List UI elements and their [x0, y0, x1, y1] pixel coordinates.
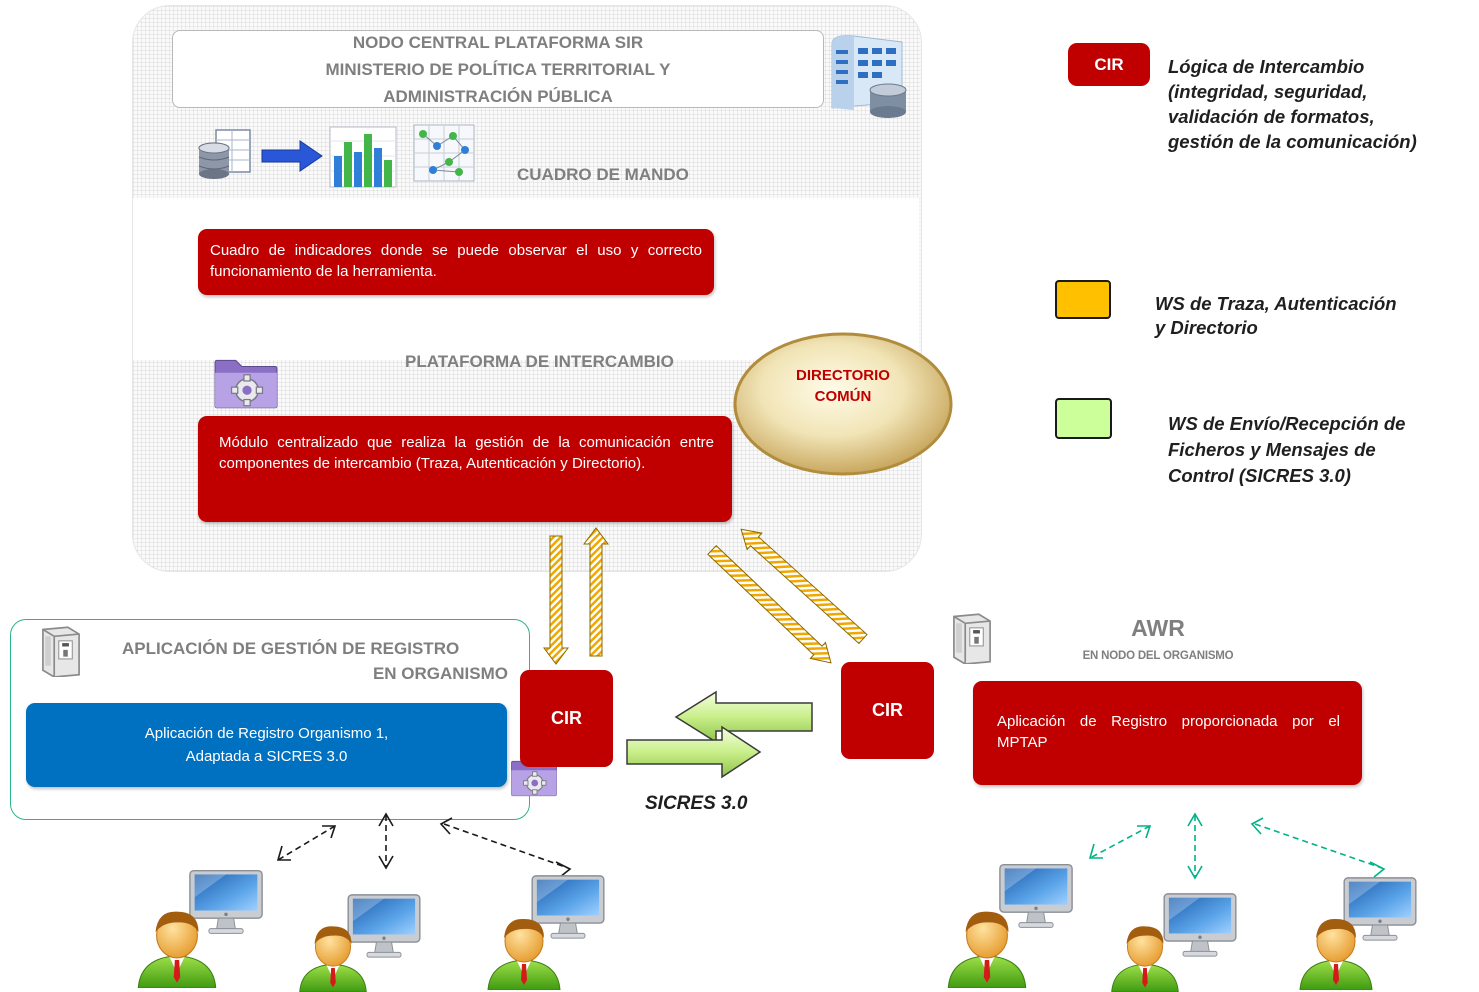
common-directory-label: DIRECTORIO COMÚN — [760, 365, 926, 407]
user-icon — [1108, 918, 1182, 992]
legend-green-line-3: Control (SICRES 3.0) — [1168, 465, 1351, 486]
right-application-box: Aplicación de Registro proporcionada por… — [973, 681, 1362, 785]
central-title-line-2: MINISTERIO DE POLÍTICA TERRITORIAL Y — [325, 59, 671, 79]
awr-subheading: EN NODO DEL ORGANISMO — [1082, 650, 1234, 662]
legend-orange-swatch — [1055, 280, 1111, 319]
arrow-right-icon — [261, 140, 323, 172]
legend-green-text: WS de Envío/Recepción de Ficheros y Mens… — [1168, 411, 1405, 489]
left-heading-line-1: APLICACIÓN DE GESTIÓN DE REGISTRO — [122, 639, 460, 658]
right-cir-block: CIR — [841, 662, 934, 759]
dashboard-description-box: Cuadro de indicadores donde se puede obs… — [198, 229, 714, 295]
legend-cir-text: Lógica de Intercambio (integridad, segur… — [1168, 54, 1417, 154]
awr-heading: AWR — [1131, 615, 1185, 641]
legend-cir-badge: CIR — [1068, 43, 1150, 86]
sicres-label: SICRES 3.0 — [645, 793, 748, 814]
legend-cir-line-1: Lógica de Intercambio — [1168, 56, 1365, 77]
legend-orange-text: WS de Traza, Autenticación y Directorio — [1155, 292, 1397, 340]
user-icon — [296, 918, 370, 992]
legend-green-swatch — [1055, 398, 1112, 439]
dashboard-heading: CUADRO DE MANDO — [517, 165, 689, 184]
legend-cir-line-4: gestión de la comunicación) — [1168, 131, 1417, 152]
left-app-line-2: Adaptada a SICRES 3.0 — [185, 748, 348, 765]
diagonal-up-hatched-arrow — [740, 528, 868, 645]
left-cir-block: CIR — [520, 670, 613, 767]
green-arrow-left — [674, 690, 813, 744]
network-chart-icon — [413, 124, 475, 182]
central-title-line-3: ADMINISTRACIÓN PÚBLICA — [383, 86, 613, 106]
legend-green-line-1: WS de Envío/Recepción de — [1168, 413, 1406, 434]
legend-orange-line-1: WS de Traza, Autenticación — [1155, 293, 1397, 314]
legend-orange-line-2: y Directorio — [1155, 317, 1258, 338]
left-app-line-1: Aplicación de Registro Organismo 1, — [144, 725, 389, 742]
left-heading-line-2: EN ORGANISMO — [372, 664, 508, 683]
user-icon — [134, 898, 220, 992]
legend-cir-line-3: validación de formatos, — [1168, 106, 1375, 127]
directory-line-2: COMÚN — [814, 388, 872, 405]
bar-chart-icon — [329, 126, 397, 188]
user-icon — [944, 898, 1030, 992]
common-directory-ellipse — [733, 332, 953, 476]
user-icon — [1296, 908, 1376, 992]
user-icon — [484, 908, 564, 992]
directory-line-1: DIRECTORIO — [796, 367, 890, 384]
exchange-platform-description-box: Módulo centralizado que realiza la gesti… — [198, 416, 732, 522]
building-database-icon — [831, 35, 907, 118]
down-hatched-arrow — [543, 535, 569, 665]
legend-green-line-2: Ficheros y Mensajes de — [1168, 439, 1376, 460]
green-arrow-right — [626, 725, 762, 779]
up-hatched-arrow — [583, 527, 609, 657]
central-node-title: NODO CENTRAL PLATAFORMA SIR MINISTERIO D… — [172, 30, 824, 108]
diagonal-down-hatched-arrow — [707, 544, 832, 664]
central-title-line-1: NODO CENTRAL PLATAFORMA SIR — [352, 32, 644, 52]
legend-cir-line-2: (integridad, seguridad, — [1168, 81, 1368, 102]
left-user-connectors — [277, 815, 569, 869]
exchange-platform-heading: PLATAFORMA DE INTERCAMBIO — [405, 352, 674, 371]
left-application-heading: APLICACIÓN DE GESTIÓN DE REGISTRO EN ORG… — [122, 636, 508, 686]
database-icon — [198, 129, 251, 179]
right-user-connectors — [1089, 815, 1383, 876]
left-application-box: Aplicación de Registro Organismo 1, Adap… — [26, 703, 507, 787]
